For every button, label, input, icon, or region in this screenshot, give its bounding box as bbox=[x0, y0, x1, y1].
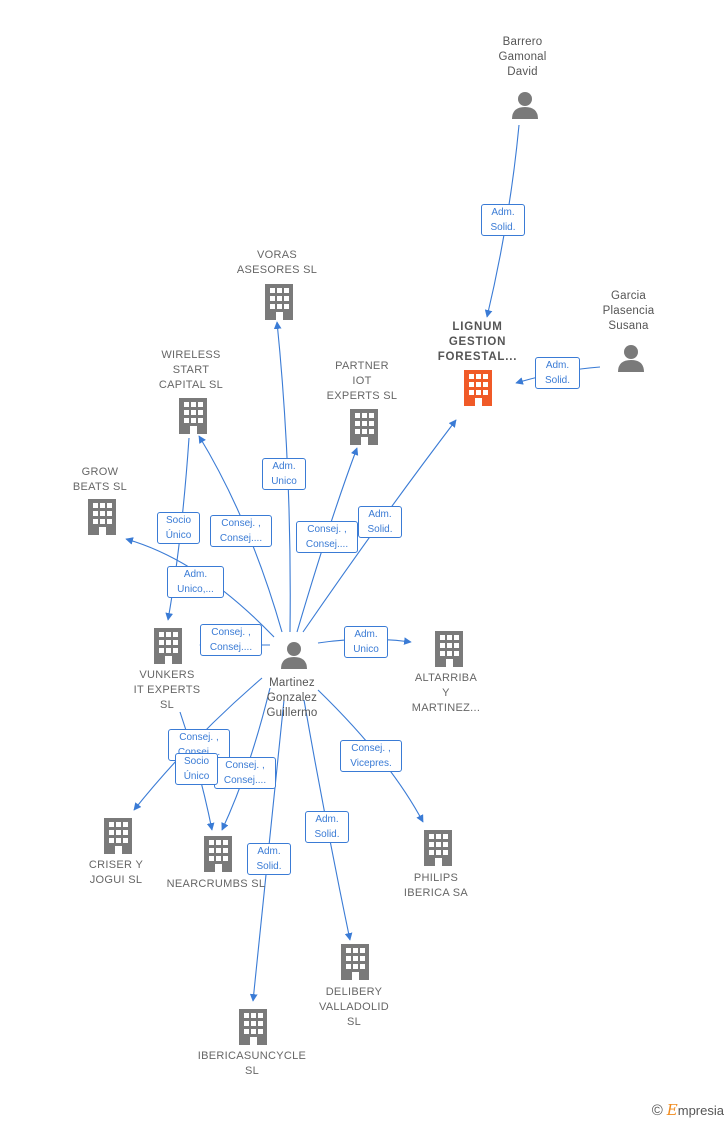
relation-label[interactable]: Consej. , Consej.... bbox=[210, 515, 272, 547]
relation-label[interactable]: Socio Único bbox=[157, 512, 200, 544]
node-garcia[interactable]: Garcia Plasencia Susana bbox=[586, 289, 671, 334]
building-icon bbox=[154, 628, 182, 664]
node-label: DELIBERY VALLADOLID SL bbox=[318, 986, 390, 1028]
building-icon bbox=[424, 830, 452, 866]
node-grow[interactable]: GROW BEATS SL bbox=[55, 465, 145, 495]
node-partner[interactable]: PARTNER IOT EXPERTS SL bbox=[312, 359, 412, 404]
relation-label[interactable]: Consej. , Consej.... bbox=[214, 757, 276, 789]
node-label: LIGNUM GESTION FORESTAL... bbox=[437, 321, 518, 363]
relation-label[interactable]: Adm. Solid. bbox=[247, 843, 291, 875]
relation-label[interactable]: Adm. Solid. bbox=[358, 506, 402, 538]
building-icon bbox=[265, 284, 293, 320]
relation-label[interactable]: Adm. Solid. bbox=[305, 811, 349, 843]
relation-label[interactable]: Adm. Unico,... bbox=[167, 566, 224, 598]
node-philips[interactable]: PHILIPS IBERICA SA bbox=[388, 871, 484, 901]
relation-label[interactable]: Adm. Solid. bbox=[481, 204, 525, 236]
building-icon bbox=[179, 398, 207, 434]
node-label: VORAS ASESORES SL bbox=[236, 249, 318, 276]
building-icon bbox=[104, 818, 132, 854]
node-label: Garcia Plasencia Susana bbox=[602, 290, 655, 332]
building-icon bbox=[341, 944, 369, 980]
node-delibery[interactable]: DELIBERY VALLADOLID SL bbox=[305, 985, 403, 1030]
relation-label[interactable]: Consej. , Consej.... bbox=[200, 624, 262, 656]
building-icon bbox=[88, 499, 116, 535]
copyright-symbol: © bbox=[651, 1102, 663, 1119]
relation-label[interactable]: Adm. Unico bbox=[262, 458, 306, 490]
relation-label[interactable]: Adm. Unico bbox=[344, 626, 388, 658]
brand-initial: E bbox=[666, 1101, 678, 1119]
node-lignum[interactable]: LIGNUM GESTION FORESTAL... bbox=[425, 320, 530, 365]
node-voras[interactable]: VORAS ASESORES SL bbox=[222, 248, 332, 278]
node-label: ALTARRIBA Y MARTINEZ... bbox=[411, 672, 481, 714]
node-ibericas[interactable]: IBERICASUNCYCLE SL bbox=[188, 1049, 316, 1079]
brand-name: mpresia bbox=[677, 1103, 724, 1118]
building-icon bbox=[435, 631, 463, 667]
node-label: PARTNER IOT EXPERTS SL bbox=[326, 360, 398, 402]
node-label: PHILIPS IBERICA SA bbox=[403, 872, 469, 899]
node-label: CRISER Y JOGUI SL bbox=[88, 859, 144, 886]
node-label: NEARCRUMBS SL bbox=[166, 878, 266, 890]
node-label: VUNKERS IT EXPERTS SL bbox=[133, 669, 201, 711]
node-nearcrumbs[interactable]: NEARCRUMBS SL bbox=[160, 877, 272, 892]
person-icon bbox=[618, 345, 644, 372]
person-icon bbox=[281, 642, 307, 669]
building-icon bbox=[204, 836, 232, 872]
node-altarriba[interactable]: ALTARRIBA Y MARTINEZ... bbox=[396, 671, 496, 716]
node-barrero[interactable]: Barrero Gamonal David bbox=[480, 35, 565, 80]
person-icon bbox=[512, 92, 538, 119]
building-icon bbox=[239, 1009, 267, 1045]
node-label: Barrero Gamonal David bbox=[498, 36, 547, 78]
node-label: Martinez Gonzalez Guillermo bbox=[266, 677, 318, 719]
node-label: IBERICASUNCYCLE SL bbox=[197, 1050, 307, 1077]
building-icon bbox=[350, 409, 378, 445]
relation-label[interactable]: Adm. Solid. bbox=[535, 357, 580, 389]
brand-logo: ©Empresia bbox=[652, 1101, 724, 1119]
node-wireless[interactable]: WIRELESS START CAPITAL SL bbox=[140, 348, 242, 393]
node-martinez[interactable]: Martinez Gonzalez Guillermo bbox=[247, 676, 337, 721]
relation-label[interactable]: Socio Único bbox=[175, 753, 218, 785]
building-icon bbox=[464, 370, 492, 406]
node-criser[interactable]: CRISER Y JOGUI SL bbox=[70, 858, 162, 888]
node-vunkers[interactable]: VUNKERS IT EXPERTS SL bbox=[117, 668, 217, 713]
node-label: WIRELESS START CAPITAL SL bbox=[158, 349, 224, 391]
relation-label[interactable]: Consej. , Consej.... bbox=[296, 521, 358, 553]
node-label: GROW BEATS SL bbox=[72, 466, 128, 493]
relation-label[interactable]: Consej. , Vicepres. bbox=[340, 740, 402, 772]
